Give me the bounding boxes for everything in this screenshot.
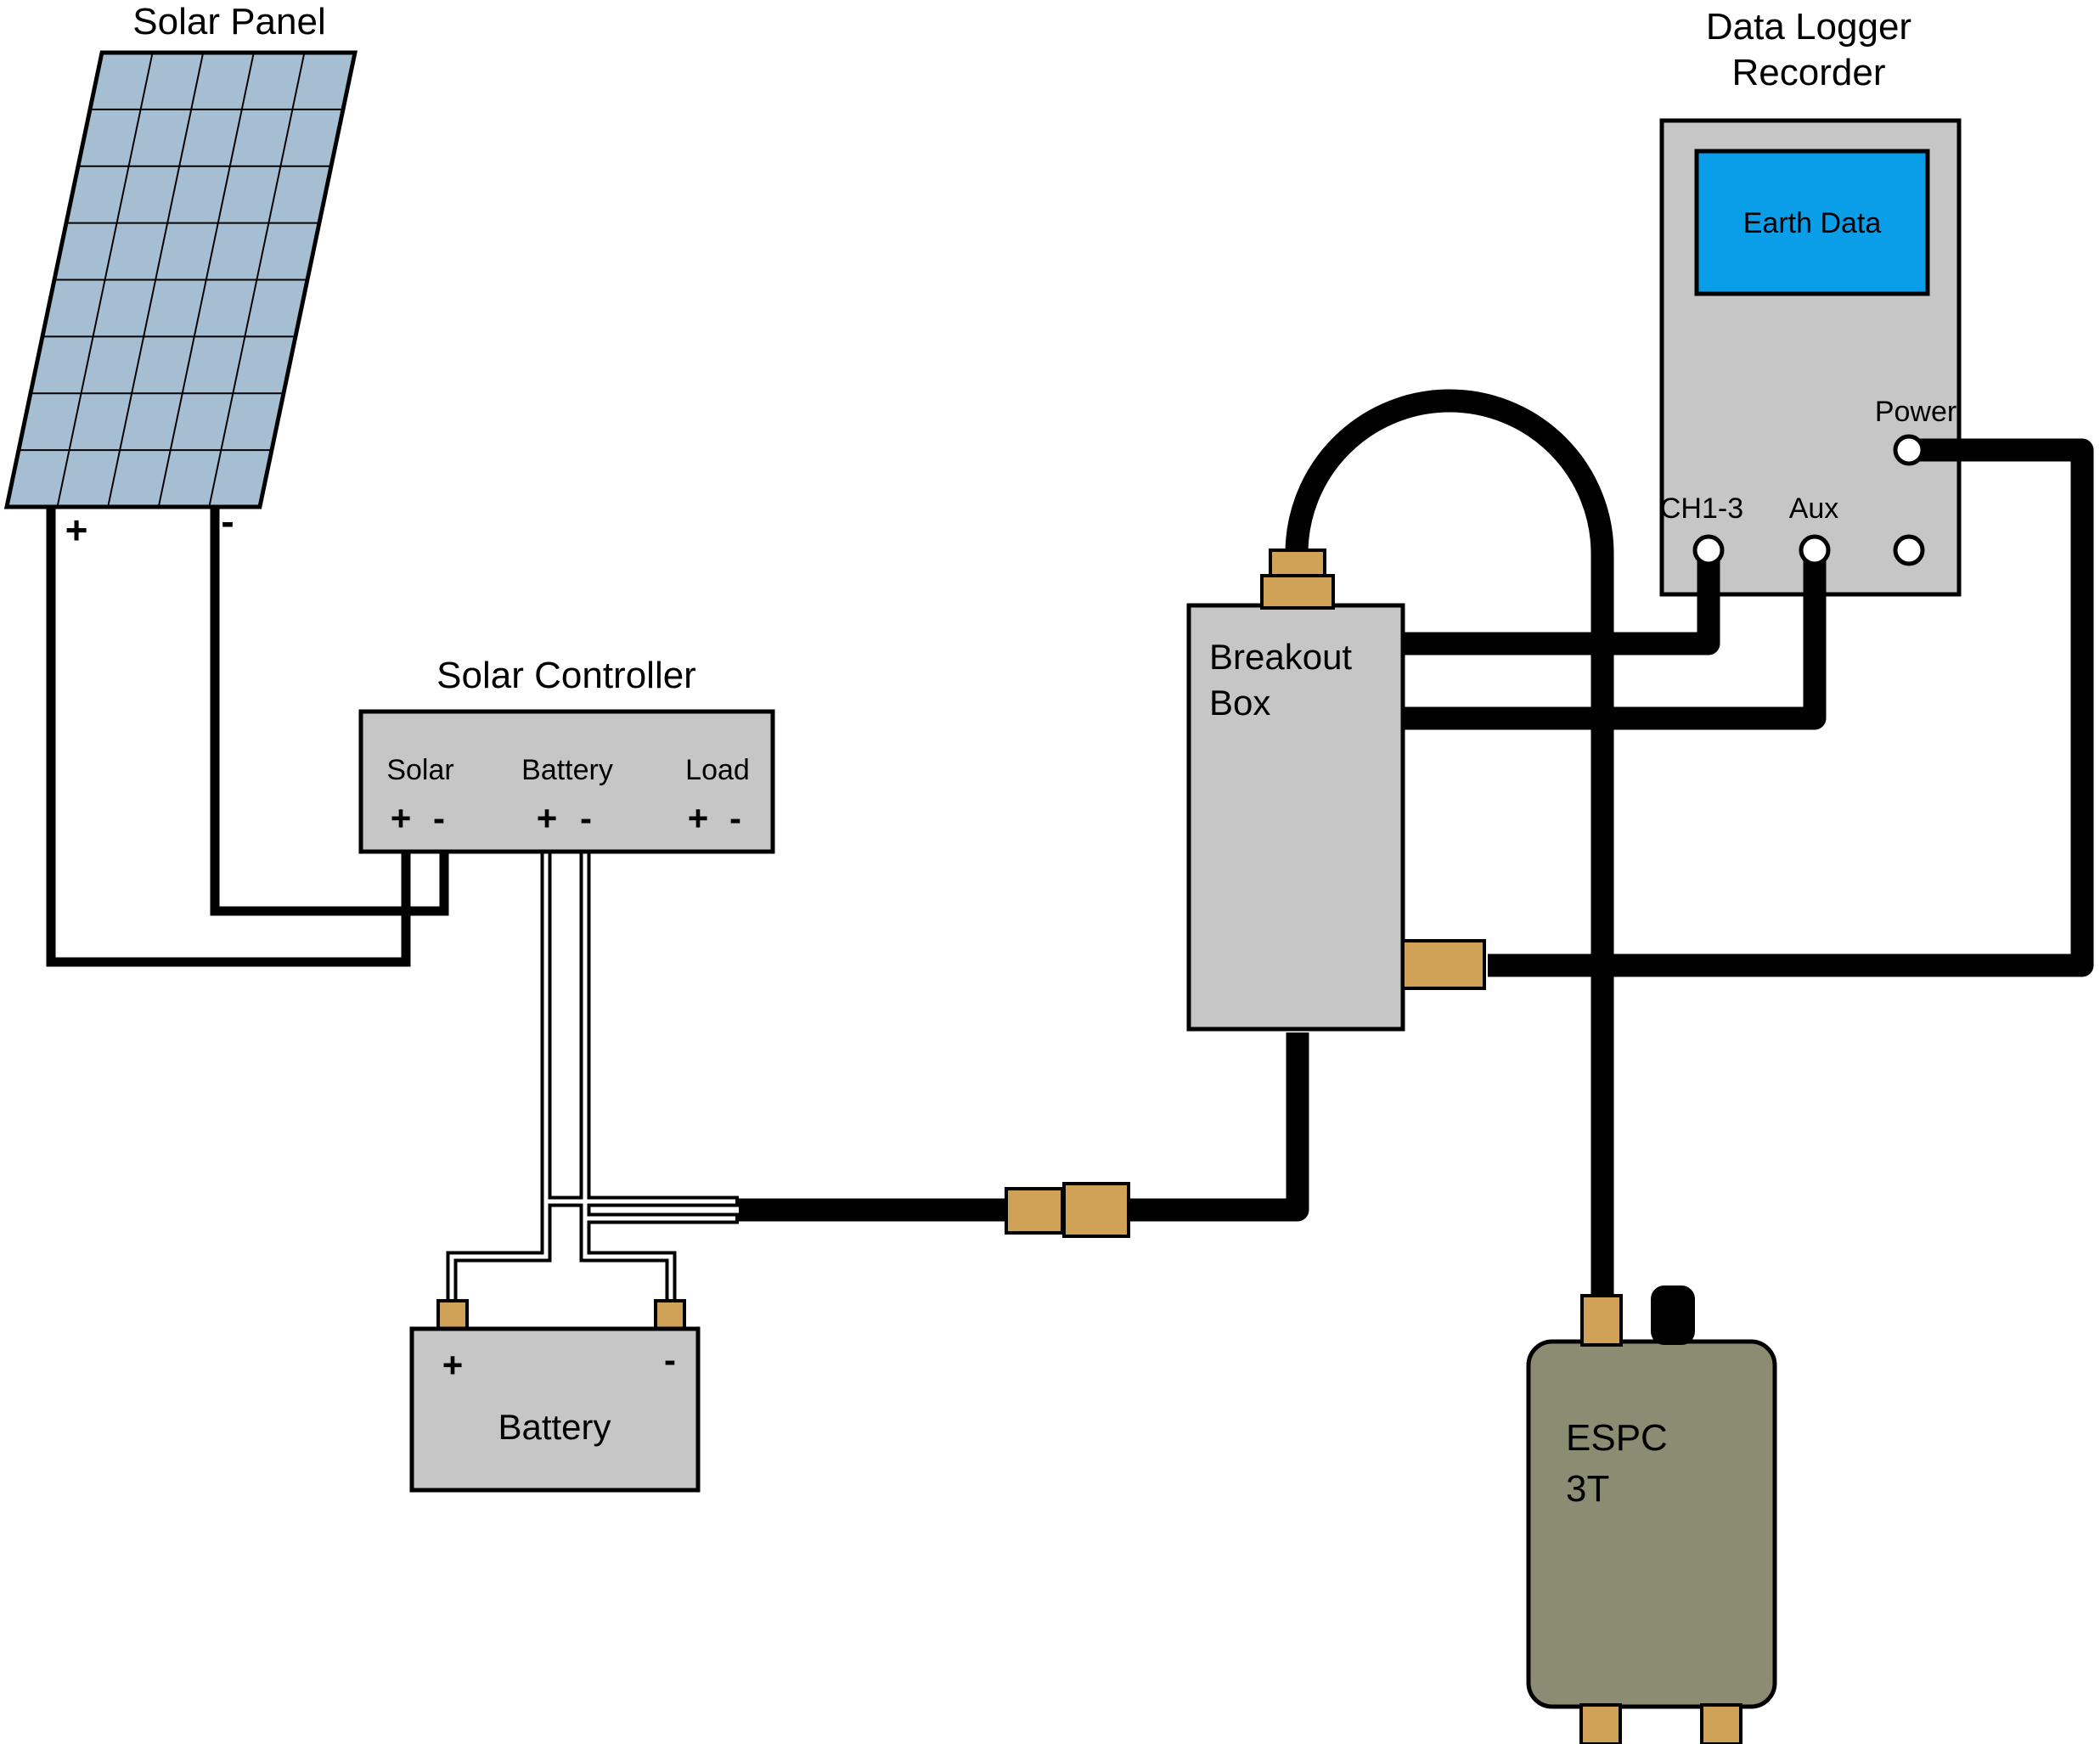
solar-panel [3,50,358,509]
panel-positive-wire [46,505,411,967]
breakout-box: Breakout Box [1186,603,1405,1032]
controller-battery-negative-wire [579,852,677,1314]
battery-plus-label: + [442,1345,464,1385]
data-logger-title-line2: Recorder [1732,52,1886,93]
espc-top-connector [1580,1294,1623,1347]
espc-box: ESPC 3T [1526,1339,1777,1709]
battery-body [409,1326,701,1493]
data-logger-box: Earth Data Power CH1-3 Aux [1659,118,1962,597]
inline-connector-left [1005,1187,1064,1235]
controller-battery-positive-wire [446,852,552,1314]
screen-label: Earth Data [1743,207,1882,239]
terminal-solar-minus: - [433,798,445,838]
inline-connector-right [1062,1182,1130,1238]
espc-label-line2: 3T [1566,1468,1609,1510]
battery-box: + - Battery [409,1299,701,1493]
espc-body [1526,1339,1777,1709]
ports [1692,434,1925,566]
panel-minus-label: - [221,499,234,543]
solar-controller-box: Solar Battery Load + - + - + - [358,709,775,854]
breakout-to-ch1-3-cable [1405,554,1720,655]
battery-minus-label: - [664,1340,676,1380]
power-port [1893,434,1925,466]
solar-controller-title: Solar Controller [436,655,696,696]
breakout-box-label-line2: Box [1209,683,1270,723]
panel-negative-wire [210,505,449,916]
aux-label: Aux [1789,492,1839,525]
terminal-load-minus: - [729,798,741,838]
terminal-solar-plus: + [391,798,412,838]
battery-label: Battery [498,1407,611,1447]
wire-core [583,852,673,1314]
aux-port [1799,534,1831,566]
power-cable [1488,438,2094,977]
breakout-box-label-line1: Breakout [1209,637,1352,677]
power-label: Power [1875,396,1956,428]
panel-plus-label: + [65,508,88,552]
spare-port [1893,534,1925,566]
breakout-right-connector [1401,939,1486,990]
solar-controller-body [358,709,775,854]
connectors [1005,549,1742,1744]
espc-label-line1: ESPC [1566,1417,1668,1459]
ch1-3-label: CH1-3 [1660,492,1743,525]
solar-panel-grid [18,53,344,507]
controller-section-label-load: Load [685,754,750,786]
terminal-battery-minus: - [580,798,592,838]
data-logger-title-line1: Data Logger [1706,6,1911,48]
battery-to-breakout-cable [739,1032,1309,1222]
controller-section-label-battery: Battery [521,754,613,786]
terminal-battery-plus: + [537,798,558,838]
breakout-to-espc-cable [1285,389,1614,1301]
wire-core [449,852,549,1314]
espc-bottom-connector-left [1579,1703,1622,1744]
breakout-top-connector-lower [1260,574,1335,610]
controller-section-label-solar: Solar [386,754,453,786]
cables [739,389,2094,1301]
solar-panel-label: Solar Panel [132,1,325,42]
ch1-3-port [1692,534,1725,566]
terminal-load-plus: + [688,798,709,838]
data-logger-screen [1694,149,1930,296]
espc-top-black-connector [1651,1285,1695,1345]
espc-bottom-connector-right [1700,1703,1742,1744]
breakout-top-connector-upper [1269,549,1326,579]
breakout-to-aux-cable [1405,554,1827,730]
battery-wires [446,852,739,1314]
battery-positive-terminal [436,1299,469,1333]
